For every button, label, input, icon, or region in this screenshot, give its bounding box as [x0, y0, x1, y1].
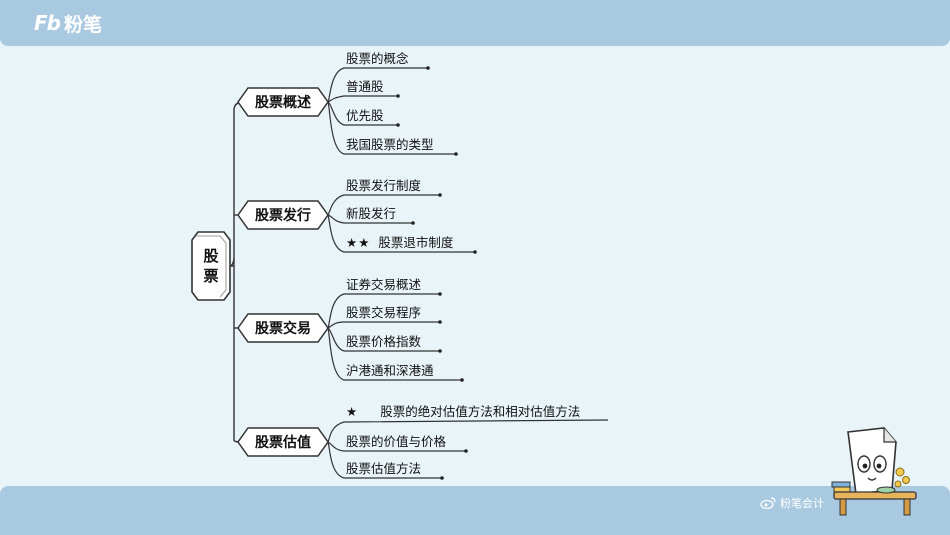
leaf-label: 股票估值方法: [346, 461, 422, 476]
fenbi-logo: Fb 粉笔: [34, 11, 102, 36]
importance-stars: ★: [346, 404, 359, 419]
leaf-label: 我国股票的类型: [346, 137, 434, 152]
leaf-item: 股票估值方法: [346, 461, 421, 477]
leaf-label: 证券交易概述: [346, 277, 422, 292]
leaf-label: 股票交易程序: [346, 305, 422, 320]
branch-node: 股票概述: [255, 95, 311, 111]
leaf-item: ★ 股票的绝对估值方法和相对估值方法: [346, 404, 580, 420]
leaf-label: 优先股: [346, 108, 384, 123]
branch-node: 股票发行: [255, 208, 311, 224]
root-label-line2: 票: [203, 267, 219, 285]
root-node: 股 票: [192, 232, 230, 300]
leaf-item: 我国股票的类型: [346, 137, 434, 153]
weibo-icon: [760, 497, 776, 509]
leaf-item: 股票交易程序: [346, 305, 421, 321]
importance-stars: ★★: [346, 235, 371, 250]
leaf-label: 股票发行制度: [346, 178, 422, 193]
watermark-text: 粉笔会计: [780, 497, 824, 510]
leaf-item: 股票价格指数: [346, 334, 421, 350]
logo-mark: Fb: [34, 11, 61, 35]
leaf-item: 新股发行: [346, 206, 396, 222]
paper-mascot-illustration: [831, 427, 917, 516]
logo-text: 粉笔: [63, 13, 102, 36]
leaf-label: 新股发行: [346, 206, 397, 221]
root-node-shape: [191, 231, 231, 301]
leaf-label: 股票的绝对估值方法和相对估值方法: [380, 404, 581, 419]
leaf-label: 股票的价值与价格: [346, 434, 447, 449]
branch-node: 股票估值: [255, 435, 311, 451]
watermark: 粉笔会计: [760, 495, 824, 511]
leaf-label: 股票价格指数: [346, 334, 422, 349]
bottom-bar: [0, 486, 950, 535]
leaf-label: 沪港通和深港通: [346, 363, 434, 378]
leaf-label: 股票的概念: [346, 51, 409, 66]
leaf-item: 股票的价值与价格: [346, 434, 446, 450]
leaf-item: 证券交易概述: [346, 277, 421, 293]
branch-shapes: [237, 87, 329, 457]
leaf-label: 股票退市制度: [378, 235, 454, 250]
root-label-line1: 股: [203, 247, 219, 265]
leaf-item: 沪港通和深港通: [346, 363, 434, 379]
top-bar: Fb 粉笔: [0, 0, 950, 46]
leaf-item: 普通股: [346, 79, 384, 95]
leaf-label: 普通股: [346, 79, 384, 94]
leaf-item: 优先股: [346, 108, 384, 124]
leaf-item: ★★ 股票退市制度: [346, 235, 453, 251]
leaf-item: 股票的概念: [346, 51, 409, 67]
branch-node: 股票交易: [255, 321, 311, 337]
leaf-item: 股票发行制度: [346, 178, 421, 194]
